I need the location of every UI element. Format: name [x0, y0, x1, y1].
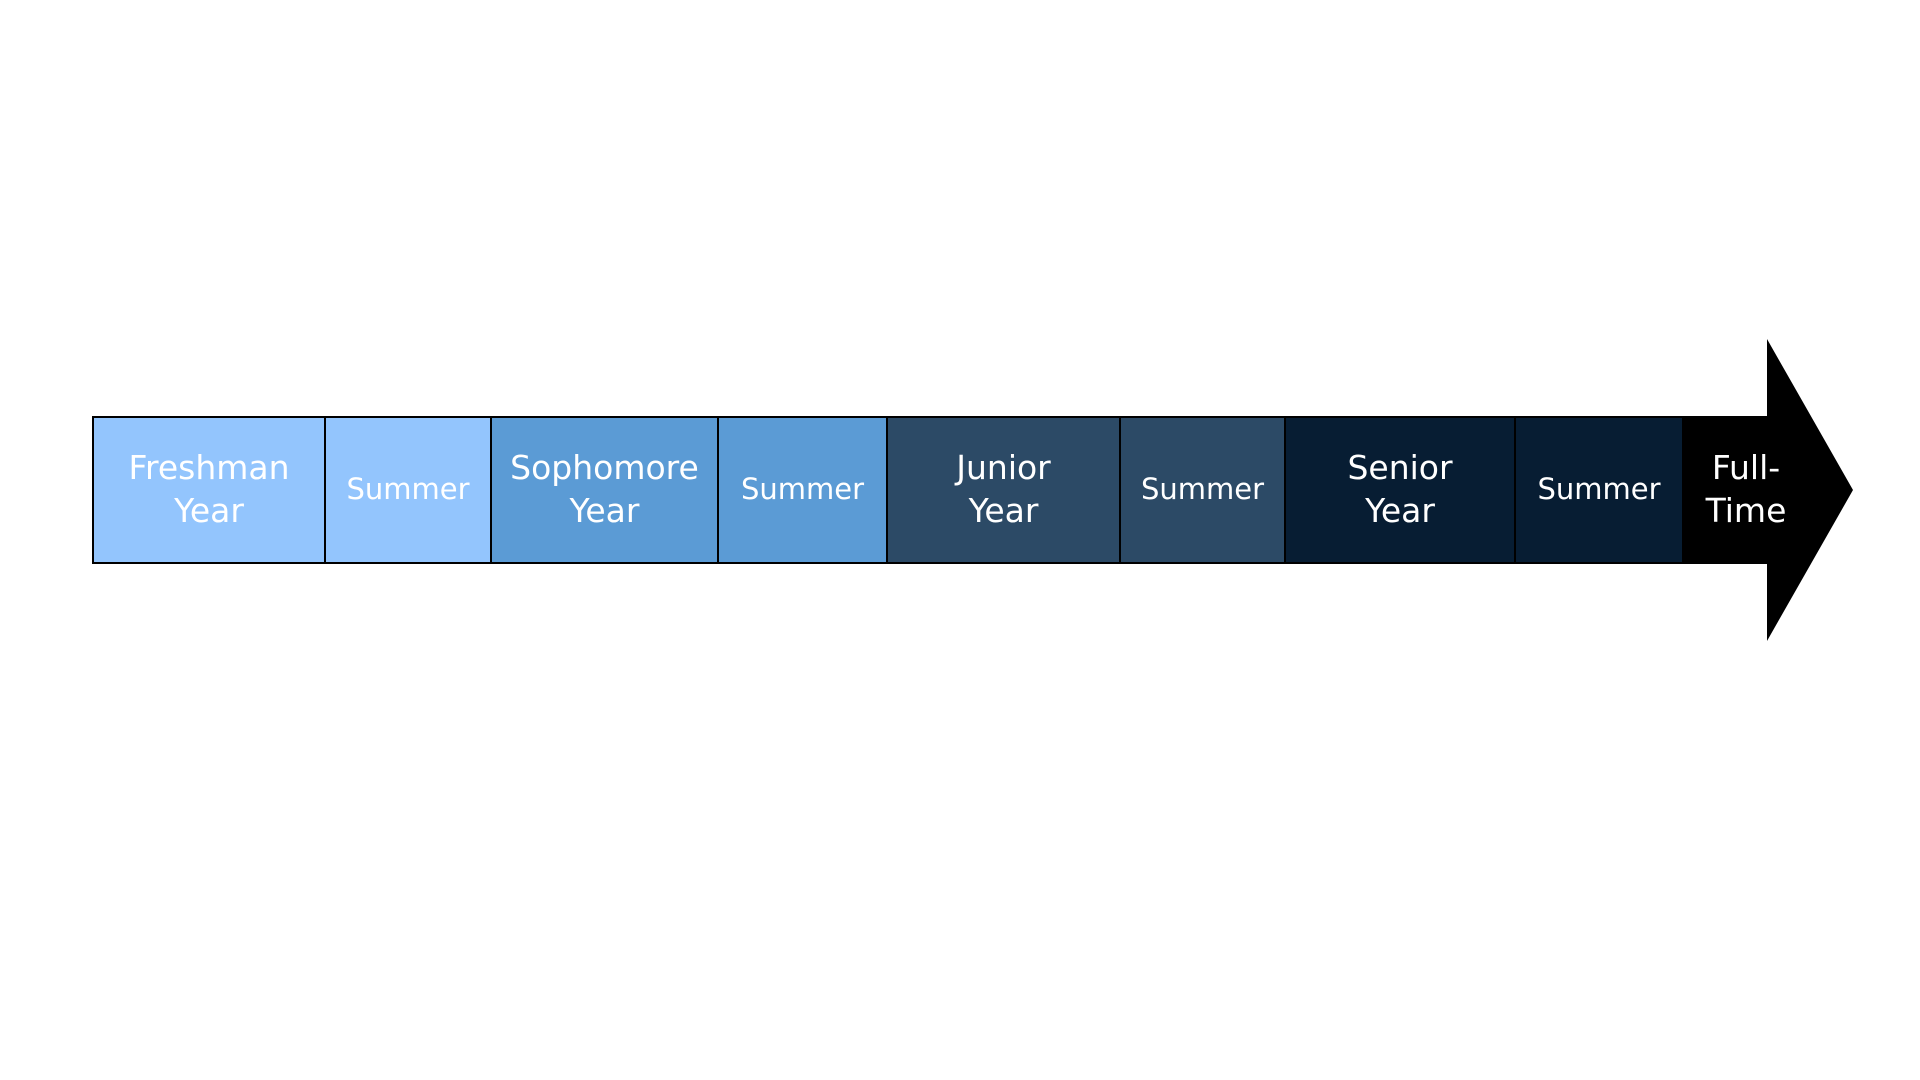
segment-sophomore-year: Sophomore Year [490, 416, 719, 564]
segment-freshman-year: Freshman Year [92, 416, 326, 564]
segment-summer-4: Summer [1514, 416, 1684, 564]
segment-senior-year: Senior Year [1284, 416, 1516, 564]
segment-summer-2: Summer [717, 416, 888, 564]
segment-summer-3: Summer [1119, 416, 1286, 564]
arrow-label-full-time: Full- Time [1705, 448, 1787, 530]
arrow-shape [1682, 339, 1853, 641]
